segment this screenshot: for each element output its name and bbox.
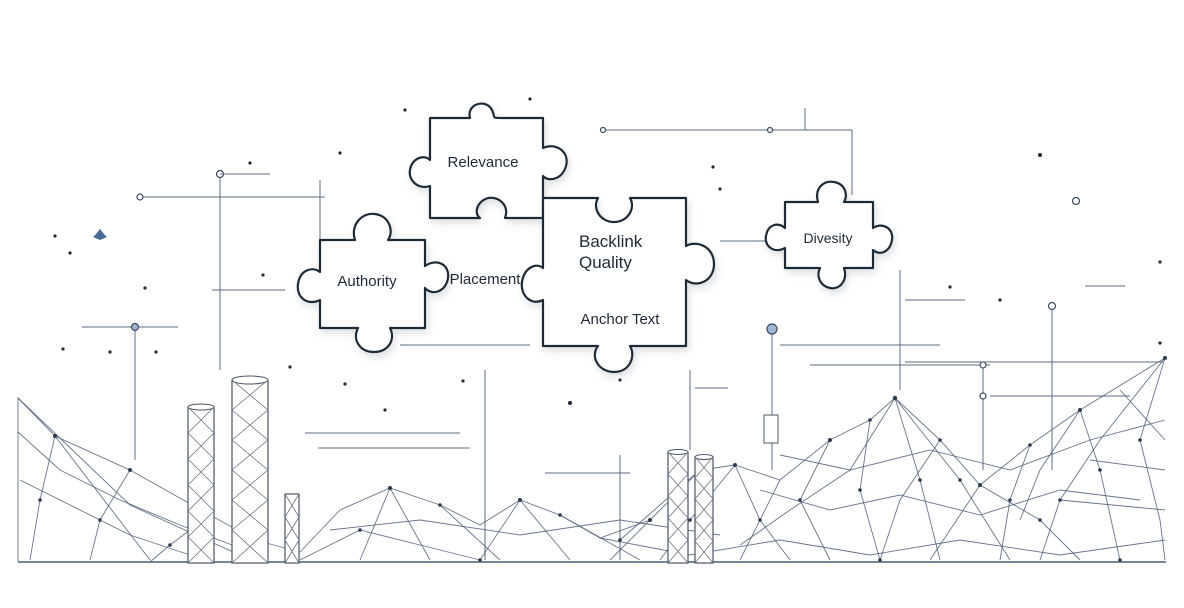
backlink-label: Backlink xyxy=(579,232,643,251)
quality-label: Quality xyxy=(579,253,632,272)
scatter-dots xyxy=(53,97,1162,412)
bookmark-icon xyxy=(93,229,107,240)
tower-left-a xyxy=(187,403,215,564)
puzzle-piece-authority: Authority xyxy=(296,212,450,354)
tower-left-c xyxy=(284,493,300,564)
network-mesh xyxy=(17,356,1167,563)
puzzle-piece-backlink-quality: Backlink Quality xyxy=(520,196,716,374)
puzzle-piece-anchor-text: Anchor Text xyxy=(581,311,661,328)
relevance-label: Relevance xyxy=(448,154,519,171)
tower-mid-b xyxy=(694,454,714,564)
puzzle-piece-diversity: Divesity xyxy=(764,180,894,290)
puzzle-piece-placement: Placement xyxy=(450,271,522,288)
anchor-text-label: Anchor Text xyxy=(581,311,661,328)
tower-left-b xyxy=(231,375,269,564)
placement-label: Placement xyxy=(450,271,522,288)
authority-label: Authority xyxy=(337,273,397,290)
diversity-label: Divesity xyxy=(803,230,852,246)
tower-mid-a xyxy=(667,449,689,564)
connector-lines xyxy=(82,108,1163,560)
lattice-towers xyxy=(187,375,714,564)
